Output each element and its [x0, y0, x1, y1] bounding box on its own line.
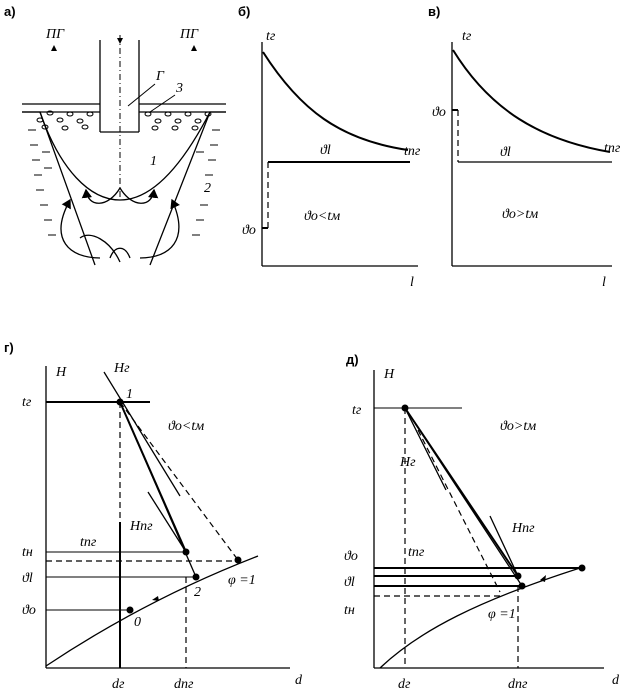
- gas-down-arrow-icon: [117, 38, 123, 44]
- d-theta-o: ϑo: [344, 549, 358, 564]
- pg-right-arrow-icon: [191, 45, 197, 51]
- v-theta-l: ϑl: [500, 145, 511, 160]
- b-tpg: tпг: [404, 144, 421, 159]
- v-theta-o: ϑo: [432, 105, 446, 120]
- g-theta-l: ϑl: [22, 571, 33, 586]
- panel-d: д) H d tг dг Hг Hпг ϑo>tм φ =1 ϑo tпг ϑl…: [344, 352, 620, 692]
- b-tg: tг: [266, 29, 276, 44]
- d-Hg: Hг: [399, 455, 416, 470]
- d-dpg: dпг: [508, 677, 528, 692]
- v-condition: ϑo>tм: [502, 207, 538, 222]
- d-tg: tг: [352, 403, 362, 418]
- g-dpg: dпг: [174, 677, 194, 692]
- g-tpg: tпг: [80, 535, 97, 550]
- g-pt1: 1: [126, 387, 133, 402]
- g-label: Г: [155, 69, 165, 84]
- g-pt2: 2: [194, 585, 201, 600]
- panel-b: б) tг tпг ϑl ϑo ϑo<tм l: [238, 4, 421, 290]
- g-condition: ϑo<tм: [168, 419, 204, 434]
- g-H: H: [55, 365, 67, 380]
- g-tn: tн: [22, 545, 33, 560]
- g-phi: φ =1: [228, 573, 256, 588]
- panel-b-label: б): [238, 4, 250, 19]
- d-dg: dг: [398, 677, 411, 692]
- d-theta-l: ϑl: [344, 575, 355, 590]
- num1-label: 1: [150, 154, 157, 169]
- g-pt0: 0: [134, 615, 141, 630]
- panel-d-label: д): [346, 352, 359, 367]
- g-d-axis: d: [295, 673, 303, 688]
- panel-a: а) ПГ ПГ Г 3: [4, 4, 226, 266]
- panel-v: в) tг tпг ϑo ϑl ϑo>tм l: [428, 4, 621, 290]
- v-gas-curve: [452, 49, 611, 153]
- num2-label: 2: [204, 181, 211, 196]
- d-condition: ϑo>tм: [500, 419, 536, 434]
- b-l-axis: l: [410, 275, 414, 290]
- panel-g-label: г): [4, 340, 14, 355]
- d-curve-arrow-icon: [540, 575, 546, 582]
- d-phi: φ =1: [488, 607, 516, 622]
- panel-g: г) H d tг Hг 1 dг Hпг φ =1 tн tпг ϑl ϑo: [4, 340, 303, 692]
- panel-a-label: а): [4, 4, 16, 19]
- num3-label: 3: [175, 81, 183, 96]
- b-theta-o: ϑo: [242, 223, 256, 238]
- d-Hpg: Hпг: [511, 521, 535, 536]
- d-tn: tн: [344, 603, 355, 618]
- g-tg: tг: [22, 395, 32, 410]
- d-tpg: tпг: [408, 545, 425, 560]
- g-dg: dг: [112, 677, 125, 692]
- panel-v-label: в): [428, 4, 440, 19]
- v-l-axis: l: [602, 275, 606, 290]
- g-curve-arrow-icon: [152, 596, 159, 601]
- v-tg: tг: [462, 29, 472, 44]
- b-condition: ϑo<tм: [304, 209, 340, 224]
- g-theta-o: ϑo: [22, 603, 36, 618]
- d-phi-curve: [379, 567, 581, 669]
- liquid-dashes: [28, 129, 220, 236]
- g-Hg: Hг: [113, 361, 130, 376]
- pg-right-label: ПГ: [179, 27, 199, 42]
- pg-left-label: ПГ: [45, 27, 65, 42]
- d-H: H: [383, 367, 395, 382]
- b-gas-curve: [262, 51, 409, 151]
- v-tpg: tпг: [604, 141, 621, 156]
- b-theta-l: ϑl: [320, 143, 331, 158]
- g-phi-curve: [45, 555, 259, 667]
- d-d-axis: d: [612, 673, 620, 688]
- pg-left-arrow-icon: [51, 45, 57, 51]
- particles: [36, 110, 212, 131]
- g-Hpg: Hпг: [129, 519, 153, 534]
